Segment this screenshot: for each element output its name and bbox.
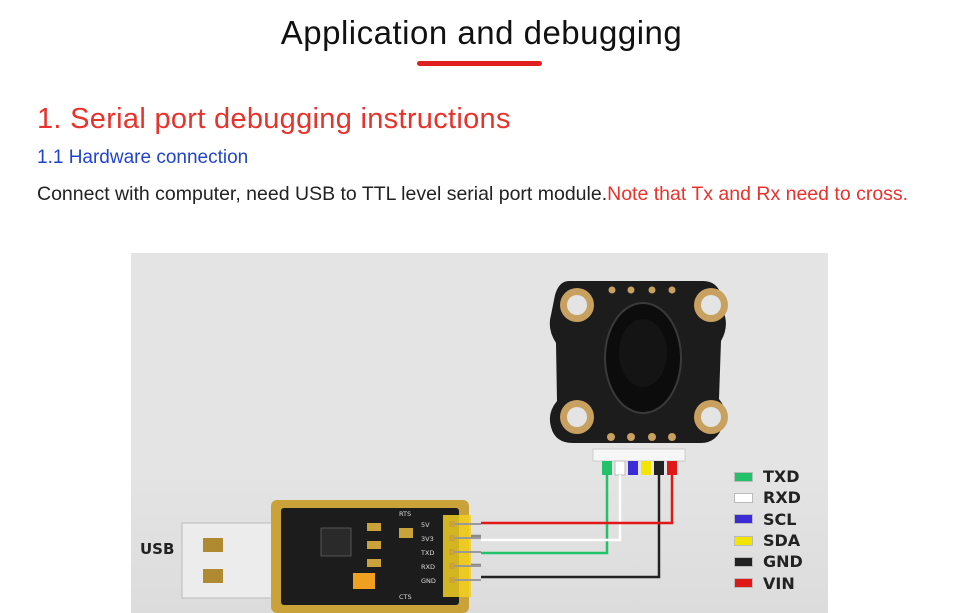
pin-label-gnd: GND [421, 577, 436, 585]
legend-item: SDA [734, 530, 803, 551]
legend-item: SCL [734, 509, 803, 530]
pin-label-txd: TXD [420, 549, 434, 557]
pin-label-5v: 5V [421, 521, 430, 529]
page-title: Application and debugging [280, 14, 683, 51]
usb-ttl-adapter: RTS 5V 3V3 TXD RXD GND CTS [181, 500, 481, 613]
legend-swatch-sda [734, 535, 753, 546]
legend-item: VIN [734, 572, 803, 593]
legend-label: SDA [763, 531, 801, 551]
legend-label: SCL [763, 509, 797, 529]
section-heading: 1. Serial port debugging instructions [37, 103, 511, 135]
legend-label: GND [763, 552, 803, 572]
pin-label-rts: RTS [399, 510, 411, 518]
legend-item: GND [734, 551, 803, 572]
wire-color-legend: TXD RXD SCL SDA GND VIN [734, 466, 803, 594]
legend-label: RXD [763, 488, 801, 508]
instruction-paragraph: Connect with computer, need USB to TTL l… [37, 176, 937, 212]
legend-swatch-gnd [734, 556, 753, 567]
pin-label-cts: CTS [399, 593, 412, 601]
legend-swatch-rxd [734, 492, 753, 503]
legend-item: TXD [734, 466, 803, 487]
legend-item: RXD [734, 487, 803, 508]
legend-swatch-scl [734, 514, 753, 525]
wires [471, 475, 674, 579]
legend-label: TXD [763, 467, 800, 487]
subsection-heading: 1.1 Hardware connection [37, 147, 249, 168]
legend-swatch-vin [734, 578, 753, 589]
wiring-diagram-image: RTS 5V 3V3 TXD RXD GND CTS USB [131, 253, 828, 613]
note-text: Note that Tx and Rx need to cross. [607, 183, 909, 205]
usb-label: USB [140, 540, 175, 558]
pin-label-3v3: 3V3 [421, 535, 434, 543]
legend-swatch-txd [734, 471, 753, 482]
legend-label: VIN [763, 573, 795, 593]
pin-label-rxd: RXD [421, 563, 435, 571]
instruction-text: Connect with computer, need USB to TTL l… [37, 183, 608, 205]
wiring-diagram-graphic: RTS 5V 3V3 TXD RXD GND CTS [181, 281, 728, 613]
title-underline [417, 61, 542, 66]
sensor-board [549, 281, 728, 476]
